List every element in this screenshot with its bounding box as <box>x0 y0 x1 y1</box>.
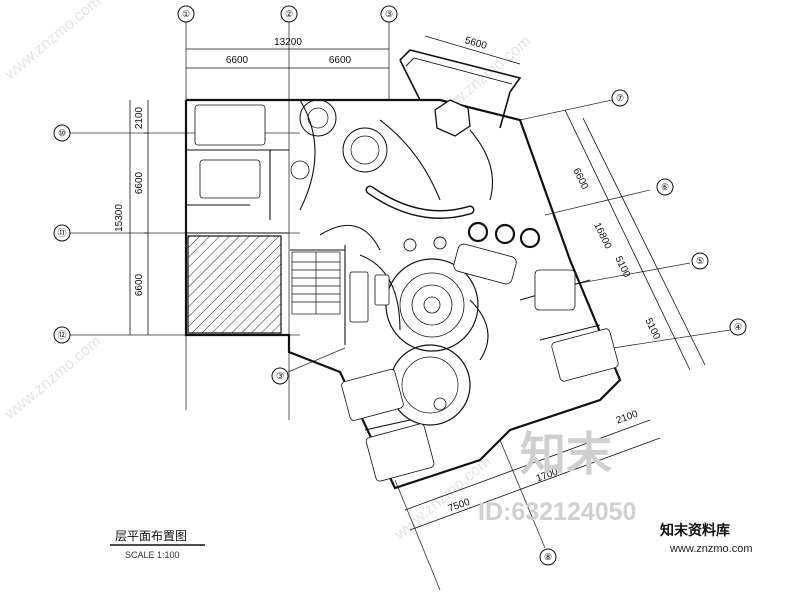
axis-bubble-top-1: ① <box>177 5 195 23</box>
staircase <box>291 251 341 315</box>
svg-text:②: ② <box>285 9 293 19</box>
circular-features <box>290 99 559 461</box>
dim-top-right: 6600 <box>329 55 352 66</box>
svg-text:⑥: ⑥ <box>661 182 669 192</box>
dimension-lines <box>129 35 706 531</box>
dim-bottom-c: 2100 <box>615 409 640 427</box>
axis-bubble-right-4: ④ <box>729 318 747 336</box>
axis-bubble-left-3: ⑫ <box>53 326 71 344</box>
diagonal-watermark-2: www.znzmo.com <box>1 333 105 424</box>
dim-left-top: 2100 <box>134 106 145 129</box>
svg-text:⑪: ⑪ <box>57 228 66 238</box>
dim-top-total: 13200 <box>274 37 302 48</box>
svg-text:④: ④ <box>734 322 742 332</box>
brand-watermark: 知末 ID:632124050 知末资料库 www.znzmo.com <box>478 427 753 555</box>
svg-text:①: ① <box>182 9 190 19</box>
dim-right-a: 6600 <box>570 166 590 191</box>
axis-bubbles: ① ② ③ ⑩ ⑪ ⑫ ⑦ ⑥ ⑤ ④ ③ ⑧ <box>53 5 747 566</box>
dim-top-angled: 5600 <box>463 35 488 52</box>
dim-left-bottom: 6600 <box>134 273 145 296</box>
axis-bubble-left-1: ⑩ <box>53 124 71 142</box>
watermark-site-name: 知末资料库 <box>660 522 730 539</box>
hexagon-pavilion <box>434 99 471 137</box>
dim-right-c: 5100 <box>642 316 662 341</box>
svg-text:③: ③ <box>385 9 393 19</box>
dim-left-mid: 6600 <box>134 171 145 194</box>
interior-partitions <box>186 99 601 431</box>
svg-text:⑤: ⑤ <box>696 256 704 266</box>
hatched-room <box>187 235 282 334</box>
axis-bubble-right-5: ③ <box>271 367 289 385</box>
svg-text:③: ③ <box>276 371 284 381</box>
svg-text:⑦: ⑦ <box>616 93 624 103</box>
watermark-id: ID:632124050 <box>478 498 636 526</box>
axis-bubble-right-3: ⑤ <box>691 252 709 270</box>
axis-bubble-bottom-1: ⑧ <box>539 548 557 566</box>
dim-right-total: 16800 <box>591 221 613 251</box>
dim-right-b: 5100 <box>612 254 632 279</box>
watermark-url: www.znzmo.com <box>669 543 753 555</box>
seating-booths <box>194 104 619 482</box>
dim-left-total: 15300 <box>114 204 125 232</box>
drawing-title: 层平面布置图 <box>115 529 187 543</box>
drawing-title-block: 层平面布置图 SCALE 1:100 <box>110 529 205 560</box>
dim-top-left: 6600 <box>226 55 249 66</box>
watermark-brand: 知末 <box>520 427 612 481</box>
building-walls <box>184 49 622 490</box>
svg-text:⑩: ⑩ <box>58 128 66 138</box>
axis-bubble-left-2: ⑪ <box>53 224 71 242</box>
diagonal-watermark-1: www.znzmo.com <box>1 0 105 84</box>
axis-bubble-top-3: ③ <box>380 5 398 23</box>
svg-text:⑫: ⑫ <box>57 330 66 340</box>
axis-bubble-top-2: ② <box>280 5 298 23</box>
axis-bubble-right-1: ⑦ <box>611 89 629 107</box>
svg-text:⑧: ⑧ <box>544 552 552 562</box>
axis-bubble-right-2: ⑥ <box>656 178 674 196</box>
curved-counter-inner <box>367 187 473 218</box>
drawing-scale: SCALE 1:100 <box>125 550 180 560</box>
